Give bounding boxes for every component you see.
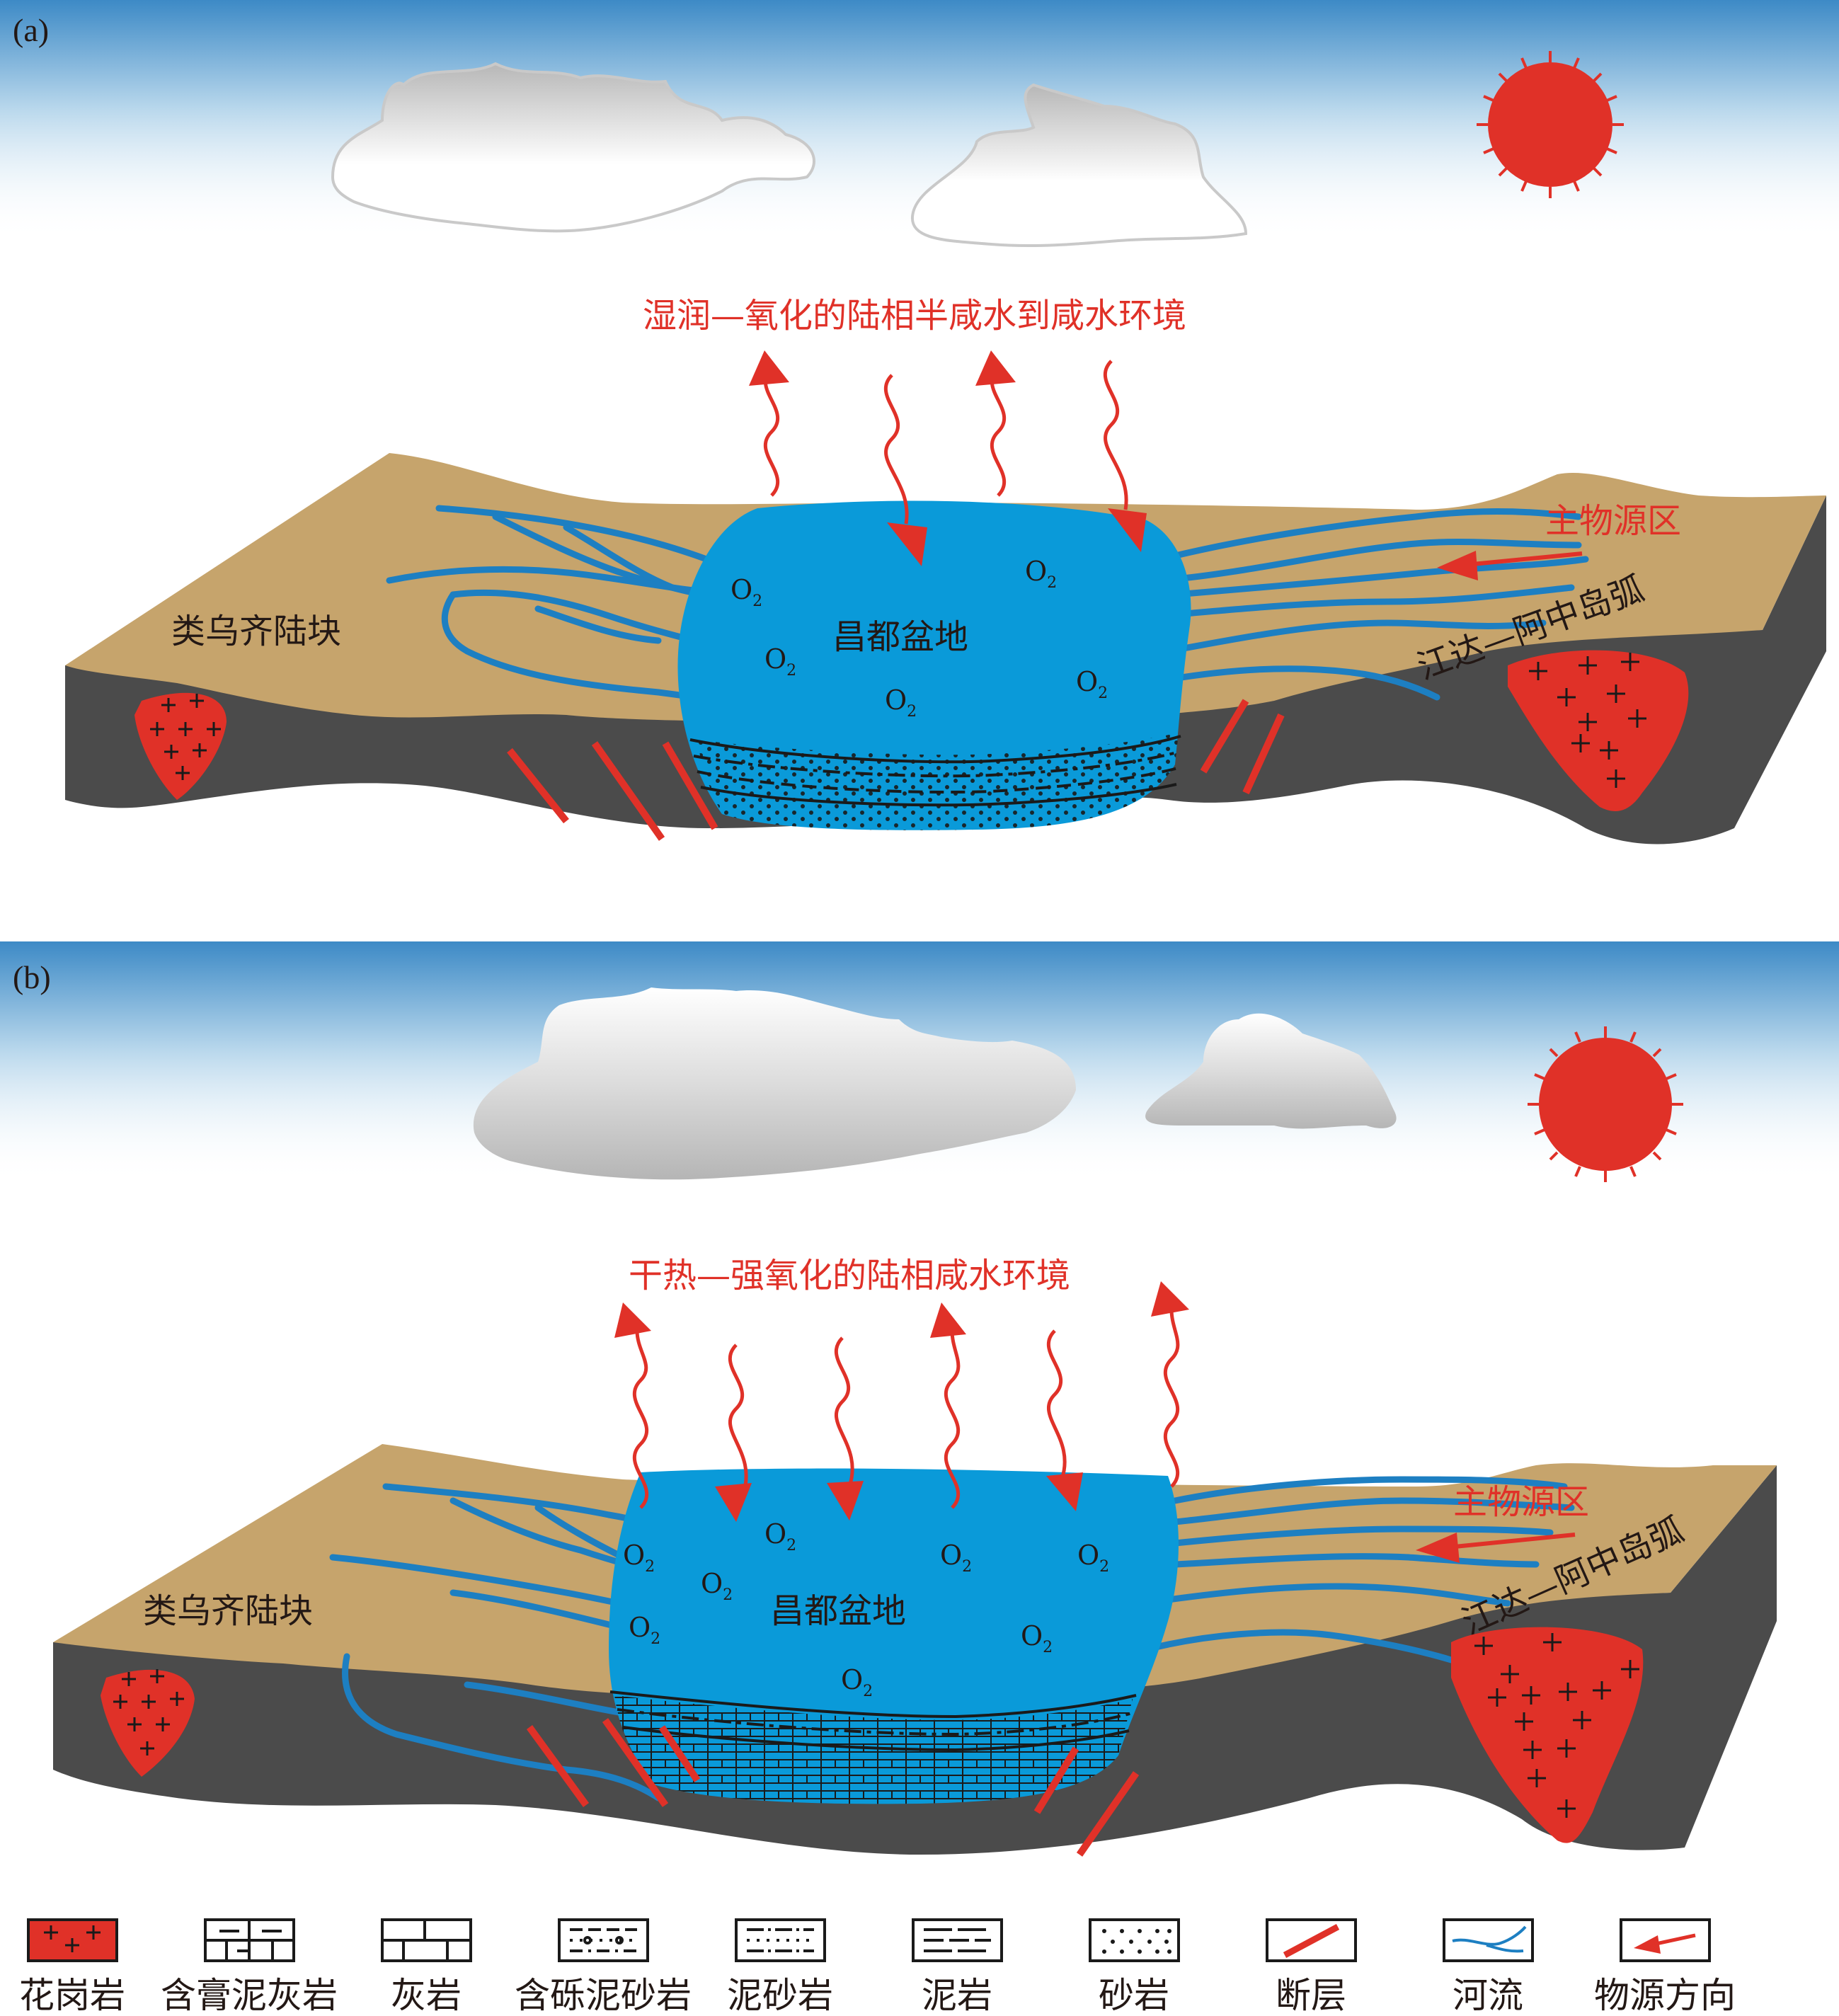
granite-body-west (134, 692, 227, 800)
river-icon (1443, 1918, 1534, 1962)
wavy-arrows (632, 1309, 1180, 1509)
o2-markers: O2 O2 O2 O2 O2 (731, 556, 1108, 721)
gypsum-marl-icon (204, 1918, 295, 1962)
legend-label: 含膏泥灰岩 (161, 1975, 338, 2016)
legend-label: 灰岩 (391, 1975, 462, 2016)
legend-label: 河流 (1453, 1975, 1523, 2016)
sandstone-icon (1089, 1918, 1180, 1962)
fault-icon (1266, 1918, 1357, 1962)
svg-text:O2: O2 (701, 1568, 733, 1604)
basin-label: 昌都盆地 (832, 617, 968, 657)
rivers-east (1157, 508, 1589, 701)
sediment-layers (609, 1690, 1137, 1804)
legend-label: 砂岩 (1099, 1975, 1169, 2016)
sediment-layers (689, 733, 1181, 830)
svg-text:O2: O2 (623, 1540, 655, 1576)
limestone-icon (381, 1918, 472, 1962)
svg-text:O2: O2 (885, 685, 917, 721)
legend-label: 断层 (1276, 1975, 1346, 2016)
legend-label: 泥岩 (922, 1975, 992, 2016)
granite-body-east (1508, 650, 1689, 811)
source-area-label: 主物源区 (1545, 501, 1681, 541)
svg-text:O2: O2 (731, 574, 762, 610)
svg-text:O2: O2 (1076, 666, 1108, 702)
muddy-sandstone-icon (735, 1918, 826, 1962)
faults (507, 699, 1285, 841)
svg-text:O2: O2 (1077, 1540, 1109, 1576)
source-direction-icon (1620, 1918, 1711, 1962)
source-direction-arrow (1437, 551, 1583, 580)
left-block-label: 类乌齐陆块 (171, 612, 341, 651)
svg-text:O2: O2 (764, 643, 796, 680)
basin-water (677, 500, 1191, 830)
svg-text:O2: O2 (1021, 1620, 1053, 1656)
legend: 花岗岩 含膏泥灰岩 灰岩 含砾泥砂岩 泥砂岩 泥岩 砂岩 断层 河流 物源方向 (19, 1918, 1736, 2016)
granite-body-east (1451, 1627, 1644, 1843)
sun (1477, 51, 1624, 198)
rivers-east (1143, 1476, 1575, 1663)
wavy-arrows (763, 360, 1128, 525)
cloud (473, 987, 1076, 1180)
panel-b: (b) 干热—强氧化的陆相咸水环境 (0, 941, 1839, 1857)
left-block-label: 类乌齐陆块 (143, 1591, 313, 1631)
cloud (1145, 1013, 1397, 1129)
basin-label: 昌都盆地 (770, 1591, 906, 1631)
legend-label: 泥砂岩 (727, 1975, 833, 2016)
legend-label: 含砾泥砂岩 (515, 1975, 692, 2016)
pebbly-muddy-sandstone-icon (558, 1918, 649, 1962)
cloud (331, 62, 815, 233)
svg-text:O2: O2 (629, 1612, 660, 1648)
legend-label: 花岗岩 (19, 1975, 125, 2016)
panel-a: (a) 湿润—氧化的陆相半咸水到咸水环境 (0, 0, 1839, 844)
arrow-heads (614, 1281, 1189, 1522)
source-area-label: 主物源区 (1453, 1482, 1589, 1522)
svg-text:O2: O2 (940, 1540, 972, 1576)
faults (526, 1718, 1140, 1857)
arrow-heads (749, 350, 1147, 566)
svg-text:O2: O2 (1025, 556, 1057, 592)
mudstone-icon (912, 1918, 1003, 1962)
panel-label: (a) (13, 12, 49, 48)
sun (1528, 1026, 1683, 1182)
environment-label: 干热—强氧化的陆相咸水环境 (629, 1256, 1070, 1295)
source-direction-arrow (1416, 1533, 1576, 1563)
svg-text:O2: O2 (764, 1518, 796, 1554)
granite-body-west (101, 1669, 195, 1777)
o2-markers: O2 O2 O2 O2 O2 O2 O2 O2 (623, 1518, 1109, 1700)
environment-label: 湿润—氧化的陆相半咸水到咸水环境 (643, 296, 1186, 336)
cloud (910, 83, 1248, 248)
panel-label: (b) (13, 959, 51, 995)
granite-icon (27, 1918, 118, 1962)
svg-text:O2: O2 (841, 1664, 873, 1700)
legend-label: 物源方向 (1594, 1975, 1736, 2016)
